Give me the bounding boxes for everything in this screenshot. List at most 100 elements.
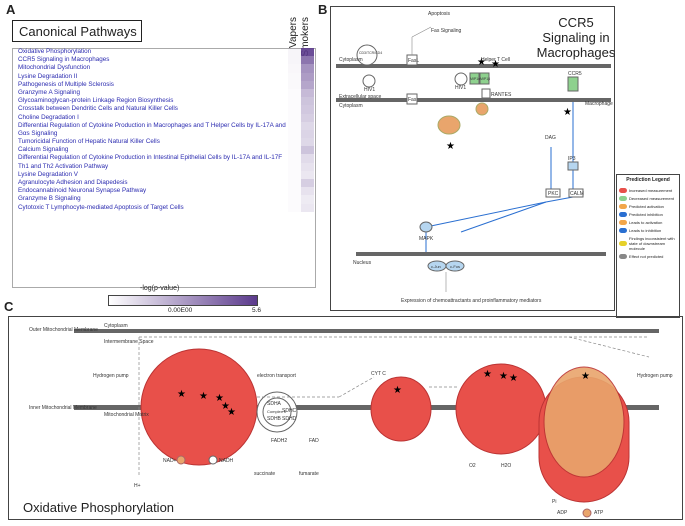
panel-a-letter: A <box>6 2 16 17</box>
pathway-row: Lysine Degradation II <box>18 72 78 80</box>
svg-text:★: ★ <box>215 393 224 404</box>
hiv1-a-label: HIV1 <box>364 87 375 93</box>
svg-text:★: ★ <box>446 141 455 152</box>
pathway-row: Gαs Signaling <box>18 129 58 137</box>
legend-item: Predicted activation <box>619 204 677 209</box>
heatmap-legend: -log(p-value) 0.00E00 5.6 <box>108 285 262 317</box>
ip3-label: IP3 <box>568 156 576 162</box>
dag-label: DAG <box>545 135 556 141</box>
fadh2-label: FADH2 <box>271 438 287 444</box>
pathway-table-frame <box>12 48 316 288</box>
heatmap-cell-vapers <box>288 187 301 195</box>
heatmap-cell-vapers <box>288 204 301 212</box>
heatmap-cell-smokers <box>301 56 314 65</box>
apoptosis-label: Apoptosis <box>428 11 450 17</box>
complex-i <box>140 348 258 466</box>
legend-swatch <box>619 254 627 259</box>
heatmap-cell-smokers <box>301 154 314 163</box>
legend-swatch <box>619 204 627 209</box>
heatmap-cell-vapers <box>288 130 301 138</box>
outer-membrane <box>74 329 659 333</box>
pathway-row: Mitochondrial Dysfunction <box>18 64 91 72</box>
sdha-label: SDHA <box>267 401 282 407</box>
legend-item: Leads to activation <box>619 220 677 225</box>
orange-cluster-node <box>437 115 461 135</box>
heatmap-cell-vapers <box>288 154 301 162</box>
pathway-row: Th1 and Th2 Activation Pathway <box>18 162 109 170</box>
legend-swatch <box>619 220 627 225</box>
heatmap-cell-smokers <box>301 195 314 204</box>
inner-membrane <box>74 405 659 410</box>
heatmap-row <box>288 162 314 171</box>
svg-text:★: ★ <box>483 369 492 380</box>
heatmap-row <box>288 129 314 139</box>
heatmap-cell-vapers <box>288 97 301 105</box>
legend-item: Findings inconsistent with state of down… <box>619 236 677 251</box>
panel-a: Canonical Pathways Vapers Smokers Oxidat… <box>10 15 316 314</box>
pathway-row: CCR5 Signaling in Macrophages <box>18 56 110 64</box>
heatmap-cell-vapers <box>288 105 301 113</box>
heatmap-row <box>288 105 314 114</box>
heatmap-cell-smokers <box>301 88 314 98</box>
legend-min: 0.00E00 <box>168 307 193 314</box>
ccr5-diagram: ★ ★ ★ ★ <box>336 11 613 304</box>
mip1a-label: MIP1α <box>470 77 480 81</box>
hplus-label: H+ <box>134 483 141 489</box>
heatmap-cell-vapers <box>288 179 301 187</box>
heatmap-row <box>288 121 314 130</box>
legend-gradient <box>108 295 258 306</box>
svg-text:★: ★ <box>393 385 402 396</box>
heatmap-cell-smokers <box>301 203 314 212</box>
mip1b-label: MIP1β <box>480 77 490 81</box>
hiv1-b-label: HIV1 <box>455 85 466 91</box>
pathway-row: Oxidative Phosphorylation <box>18 48 92 55</box>
pathway-row: Endocannabinoid Neuronal Synapse Pathway <box>18 187 147 195</box>
legend-item-label: Findings inconsistent with state of down… <box>629 236 675 251</box>
heatmap-cell-smokers <box>301 162 314 171</box>
mip1b-node <box>479 72 490 85</box>
heatmap-cell-vapers <box>288 122 301 130</box>
heatmap-row <box>288 146 314 155</box>
complex-ii-label: Complex II <box>267 409 286 414</box>
canonical-pathways-title: Canonical Pathways <box>12 20 142 42</box>
heatmap-cell-smokers <box>301 179 314 188</box>
pathway-row: Differential Regulation of Cytokine Prod… <box>18 121 287 129</box>
heatmap-row <box>288 113 314 122</box>
heatmap-cell-vapers <box>288 64 301 73</box>
ccr5-title: CCR5 Signaling in Macrophages <box>536 15 616 60</box>
heatmap-cell-smokers <box>301 113 314 122</box>
pathway-row: Calcium Signaling <box>18 146 69 154</box>
electron-transport-label: electron transport <box>257 373 297 379</box>
nuclear-membrane <box>356 252 606 256</box>
heatmap-cell-smokers <box>301 138 314 147</box>
cytoplasm-top-label: Cytoplasm <box>339 57 363 63</box>
cytoplasm-c-label: Cytoplasm <box>104 323 128 329</box>
matrix-label: Mitochondrial Matrix <box>104 412 149 418</box>
oxphos-diagram: ★ ★ ★ ★ ★ ★ ★ ★ ★ ★ Outer Mitochondrial … <box>29 323 673 518</box>
legend-item-label: Predicted activation <box>629 204 664 209</box>
legend-swatch <box>619 241 627 246</box>
legend-swatch <box>619 188 627 193</box>
heatmap-cell-vapers <box>288 73 301 81</box>
heatmap-cell-smokers <box>301 121 314 130</box>
pathway-row: Cytotoxic T Lymphocyte-mediated Apoptosi… <box>18 203 184 211</box>
helper-t-label: Helper T Cell <box>481 57 510 63</box>
heatmap-row <box>288 72 314 81</box>
cytoplasm-label: Cytoplasm <box>339 103 363 109</box>
heatmap-row <box>288 138 314 147</box>
legend-max: 5.6 <box>252 307 262 314</box>
adp-label: ADP <box>557 510 568 516</box>
nadh-node <box>208 455 218 465</box>
fad-label: FAD <box>309 438 319 444</box>
ccr5-diagram-frame: ★ ★ ★ ★ <box>330 6 615 311</box>
hiv1-a-node <box>362 74 376 88</box>
pathway-row: Lysine Degradation V <box>18 170 78 178</box>
legend-swatch <box>619 228 627 233</box>
sdhd-label: SDHD <box>282 416 297 422</box>
orange-node-small <box>475 102 489 116</box>
heatmap-cell-smokers <box>301 97 314 106</box>
nucleus-label: Nucleus <box>353 260 372 266</box>
heatmap-row <box>288 56 314 65</box>
cd3-label: CD3/TCR/CD4 <box>359 51 382 55</box>
